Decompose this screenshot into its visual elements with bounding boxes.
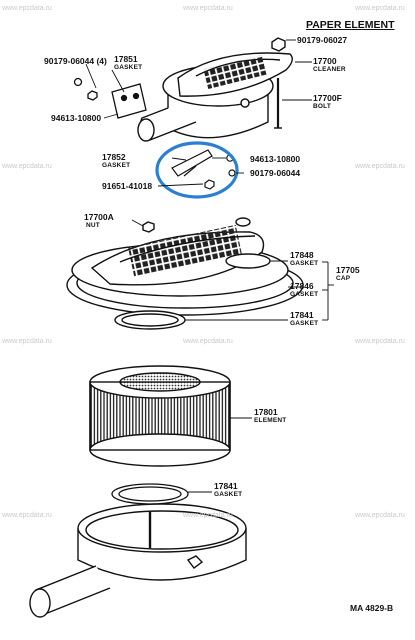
watermark: www.epcdata.ru bbox=[2, 338, 52, 345]
leader-lines bbox=[85, 39, 334, 493]
lower-gasket-17841 bbox=[111, 483, 189, 505]
part-number-91651-41018[interactable]: 91651-41018 bbox=[102, 181, 153, 191]
part-name-bolt: BOLT bbox=[313, 103, 332, 110]
watermark: www.epcdata.ru bbox=[183, 5, 233, 12]
part-name-gasket: GASKET bbox=[290, 291, 319, 298]
watermark: www.epcdata.ru bbox=[2, 512, 52, 519]
part-number-17700[interactable]: 17700 bbox=[313, 56, 337, 66]
part-number-17841-upper[interactable]: 17841 bbox=[290, 310, 314, 320]
part-name-cap: CAP bbox=[336, 275, 351, 282]
watermark: www.epcdata.ru bbox=[2, 5, 52, 12]
part-number-17851[interactable]: 17851 bbox=[114, 54, 138, 64]
part-number-17700a[interactable]: 17700A bbox=[84, 212, 114, 222]
part-name-gasket: GASKET bbox=[290, 320, 319, 327]
part-number-17705[interactable]: 17705 bbox=[336, 265, 360, 275]
figure-code: MA 4829-B bbox=[350, 603, 394, 613]
part-name-element: ELEMENT bbox=[254, 417, 287, 424]
highlight-circle bbox=[155, 141, 239, 199]
cap-assembly-17705 bbox=[66, 217, 304, 330]
part-number-90179-06044-right[interactable]: 90179-06044 bbox=[250, 168, 301, 178]
part-name-gasket: GASKET bbox=[214, 491, 243, 498]
air-cleaner-assembly bbox=[137, 37, 293, 142]
part-number-94613-10800-left[interactable]: 94613-10800 bbox=[51, 113, 102, 123]
part-number-17841-lower[interactable]: 17841 bbox=[214, 481, 238, 491]
part-number-94613-10800-right[interactable]: 94613-10800 bbox=[250, 154, 301, 164]
bracket-17851 bbox=[73, 77, 147, 119]
diagram-title: PAPER ELEMENT bbox=[306, 19, 395, 31]
gasket-17852 bbox=[171, 149, 236, 190]
watermark: www.epcdata.ru bbox=[183, 512, 233, 519]
part-number-90179-06044-4[interactable]: 90179-06044 (4) bbox=[44, 56, 107, 66]
watermark: www.epcdata.ru bbox=[183, 338, 233, 345]
part-name-gasket: GASKET bbox=[102, 162, 131, 169]
watermark: www.epcdata.ru bbox=[2, 163, 52, 170]
part-name-gasket: GASKET bbox=[290, 260, 319, 267]
watermark: www.epcdata.ru bbox=[355, 163, 405, 170]
part-name-cleaner: CLEANER bbox=[313, 66, 346, 73]
watermark: www.epcdata.ru bbox=[355, 512, 405, 519]
part-number-17846[interactable]: 17846 bbox=[290, 281, 314, 291]
part-number-17801[interactable]: 17801 bbox=[254, 407, 278, 417]
part-name-gasket: GASKET bbox=[114, 64, 143, 71]
cleaner-case bbox=[29, 503, 247, 618]
watermark: www.epcdata.ru bbox=[355, 338, 405, 345]
part-number-17852[interactable]: 17852 bbox=[102, 152, 126, 162]
part-number-90179-06027[interactable]: 90179-06027 bbox=[297, 35, 348, 45]
part-number-17848[interactable]: 17848 bbox=[290, 250, 314, 260]
filter-element-17801 bbox=[89, 365, 231, 467]
part-name-nut: NUT bbox=[86, 222, 100, 229]
part-number-17700f[interactable]: 17700F bbox=[313, 93, 342, 103]
watermark: www.epcdata.ru bbox=[355, 5, 405, 12]
